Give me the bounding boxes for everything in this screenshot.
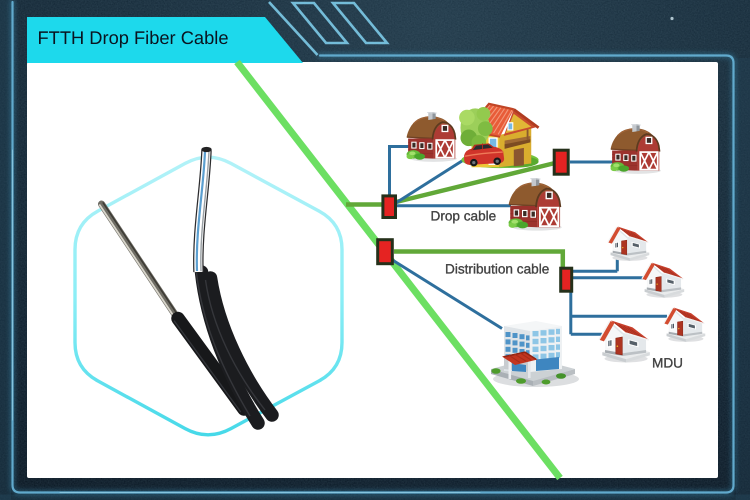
svg-text:Drop cable: Drop cable (431, 209, 497, 224)
svg-text:FTTH Drop Fiber Cable: FTTH Drop Fiber Cable (38, 27, 229, 48)
svg-text:Distribution cable: Distribution cable (445, 262, 549, 277)
svg-text:MDU: MDU (652, 356, 683, 371)
